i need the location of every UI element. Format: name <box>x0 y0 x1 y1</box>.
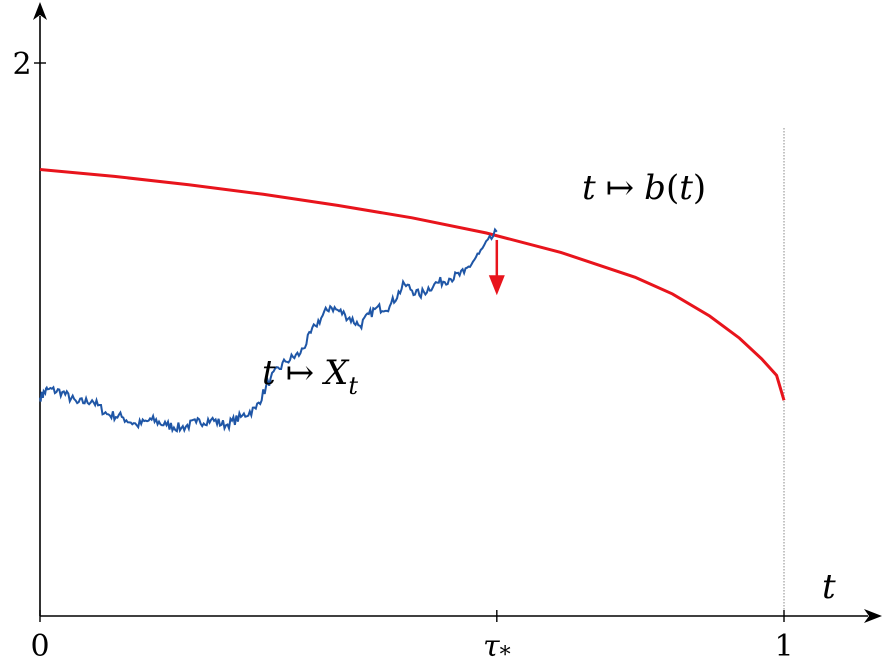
x-tick-label: 0 <box>30 629 49 664</box>
boundary-label: t↦b(t) <box>582 168 706 208</box>
y-axis-arrowhead <box>33 2 47 20</box>
y-tick-label: 2 <box>12 47 31 82</box>
process-label: t↦Xt <box>262 353 358 400</box>
process-path <box>39 227 498 434</box>
y-ticks: 2 <box>12 47 46 82</box>
x-tick-label: 1 <box>774 629 793 664</box>
x-axis-label: t <box>822 567 836 607</box>
x-tick-label: τ* <box>483 629 511 666</box>
x-axis-arrowhead <box>864 609 882 623</box>
stopping-arrow-head <box>488 275 505 296</box>
x-ticks: 0 τ* 1 <box>30 610 794 666</box>
boundary-curve <box>39 168 786 401</box>
